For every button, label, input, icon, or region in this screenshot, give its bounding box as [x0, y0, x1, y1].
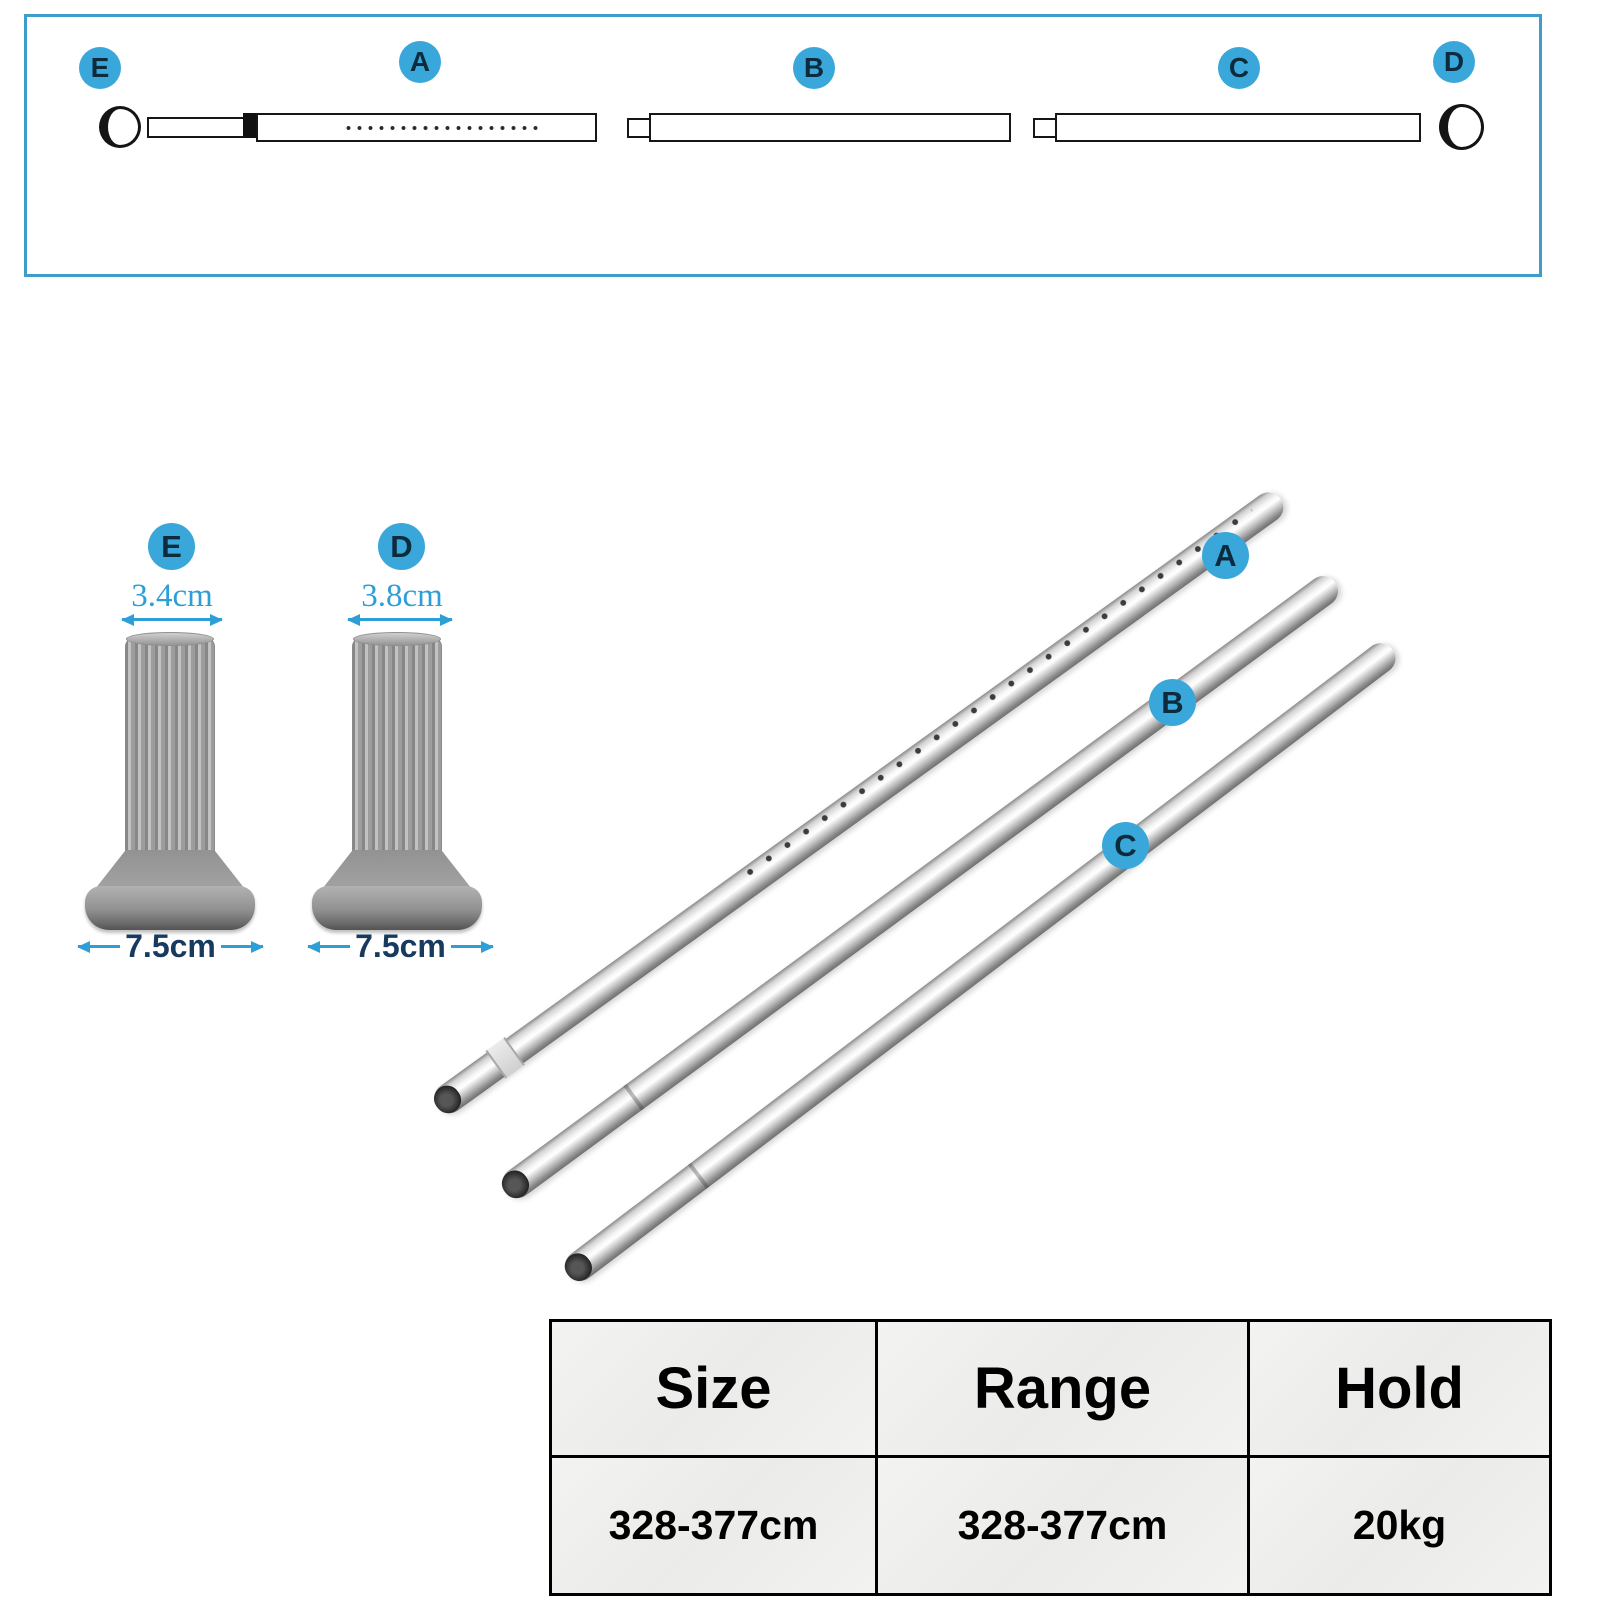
- end-cap-d-drawing: [1439, 104, 1484, 150]
- spec-table: Size Range Hold 328-377cm 328-377cm 20kg: [549, 1319, 1552, 1596]
- badge-e-photo-label: E: [161, 528, 182, 564]
- cap-d-top-width-label: 3.8cm: [361, 578, 443, 614]
- badge-e-photo: E: [148, 523, 195, 570]
- rod-a-holes-drawing: [343, 123, 543, 132]
- badge-pole-c: C: [1102, 822, 1149, 869]
- pole-b-open-end: [496, 1165, 535, 1204]
- cap-d-cylinder: [352, 632, 442, 865]
- badge-e-label: E: [90, 52, 110, 83]
- spec-header-hold: Hold: [1250, 1322, 1549, 1458]
- pole-a-photo: [428, 486, 1290, 1120]
- badge-pole-b-label: B: [1161, 684, 1184, 720]
- badge-b: B: [793, 47, 835, 89]
- cap-e-top-width-label: 3.4cm: [131, 578, 213, 614]
- badge-c-label: C: [1228, 52, 1250, 83]
- left-arrow-icon: [308, 945, 351, 948]
- cap-e-base-width-measure: 7.5cm: [78, 928, 263, 965]
- pole-a-ring: [485, 1037, 525, 1079]
- pole-c-photo: [558, 637, 1402, 1287]
- badge-e: E: [79, 47, 121, 89]
- pole-c-open-end: [559, 1248, 598, 1287]
- rod-a-inner-drawing: [147, 117, 249, 138]
- rod-c-drawing: [1055, 113, 1421, 142]
- assembly-diagram-frame: E A B C D: [24, 14, 1542, 277]
- cap-d-top-width-arrow: [348, 618, 452, 621]
- badge-c: C: [1218, 47, 1260, 89]
- badge-b-label: B: [803, 52, 825, 83]
- spec-value-range: 328-377cm: [878, 1458, 1250, 1593]
- pole-a-open-end: [428, 1080, 467, 1119]
- cap-d-base-width-label: 7.5cm: [355, 928, 446, 964]
- spec-header-range: Range: [878, 1322, 1250, 1458]
- right-arrow-icon: [220, 945, 263, 948]
- left-arrow-icon: [78, 945, 121, 948]
- badge-a: A: [399, 41, 441, 83]
- cap-e-top-width-arrow: [122, 618, 222, 621]
- cap-d-base: [312, 886, 482, 930]
- rod-a-drawing: [256, 113, 597, 142]
- spec-value-hold: 20kg: [1250, 1458, 1549, 1593]
- cap-d-base-width-measure: 7.5cm: [308, 928, 493, 965]
- pole-c-seam: [687, 1162, 710, 1190]
- pole-b-photo: [496, 570, 1344, 1205]
- badge-pole-b: B: [1149, 679, 1196, 726]
- badge-d-label: D: [1443, 46, 1465, 77]
- cap-e-base-width-label: 7.5cm: [125, 928, 216, 964]
- spec-header-size: Size: [552, 1322, 878, 1458]
- cap-e-cylinder: [125, 632, 215, 865]
- badge-pole-a: A: [1202, 532, 1249, 579]
- badge-pole-c-label: C: [1114, 827, 1137, 863]
- rod-a-connector-drawing: [243, 113, 256, 138]
- cap-e-base: [85, 886, 255, 930]
- badge-a-label: A: [409, 46, 431, 77]
- right-arrow-icon: [450, 945, 493, 948]
- badge-d: D: [1433, 41, 1475, 83]
- pole-b-seam: [623, 1084, 645, 1111]
- rod-b-drawing: [649, 113, 1011, 142]
- end-cap-e-drawing: [99, 106, 141, 148]
- spec-value-size: 328-377cm: [552, 1458, 878, 1593]
- badge-pole-a-label: A: [1214, 537, 1237, 573]
- badge-d-photo-label: D: [390, 528, 413, 564]
- badge-d-photo: D: [378, 523, 425, 570]
